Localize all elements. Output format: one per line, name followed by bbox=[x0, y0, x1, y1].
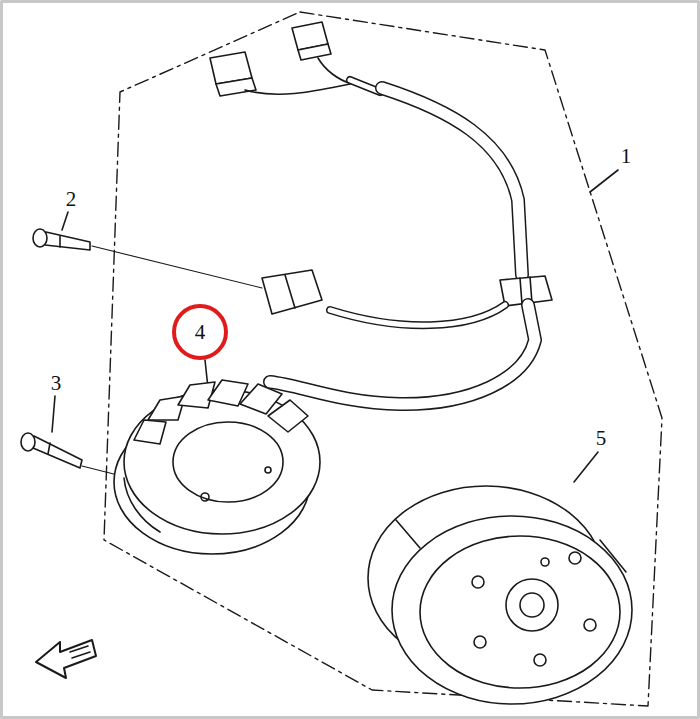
stator bbox=[114, 380, 320, 554]
callout-number: 4 bbox=[195, 321, 206, 343]
callout-number: 1 bbox=[621, 145, 632, 167]
callout-number: 2 bbox=[66, 188, 77, 210]
leader-line bbox=[52, 396, 55, 432]
wire bbox=[330, 305, 505, 325]
leader-line bbox=[92, 246, 262, 288]
flywheel bbox=[368, 486, 632, 704]
highlight-circle bbox=[174, 306, 226, 358]
wire bbox=[245, 84, 350, 94]
bolt bbox=[21, 433, 82, 468]
assembly-outline bbox=[104, 12, 662, 706]
bolt bbox=[33, 229, 90, 250]
callout-number: 5 bbox=[596, 427, 607, 449]
wire-harness bbox=[382, 88, 522, 275]
leader-line bbox=[62, 212, 68, 230]
pickup-sensor bbox=[262, 270, 322, 314]
wire-harness bbox=[270, 305, 535, 404]
callout-number: 3 bbox=[51, 372, 62, 394]
direction-icon bbox=[36, 640, 96, 678]
wire-harness bbox=[382, 88, 522, 275]
wire bbox=[330, 305, 505, 325]
wire-harness bbox=[270, 305, 535, 404]
wire-connector bbox=[210, 22, 331, 96]
leader-line bbox=[590, 170, 618, 192]
leader-line bbox=[574, 452, 598, 482]
